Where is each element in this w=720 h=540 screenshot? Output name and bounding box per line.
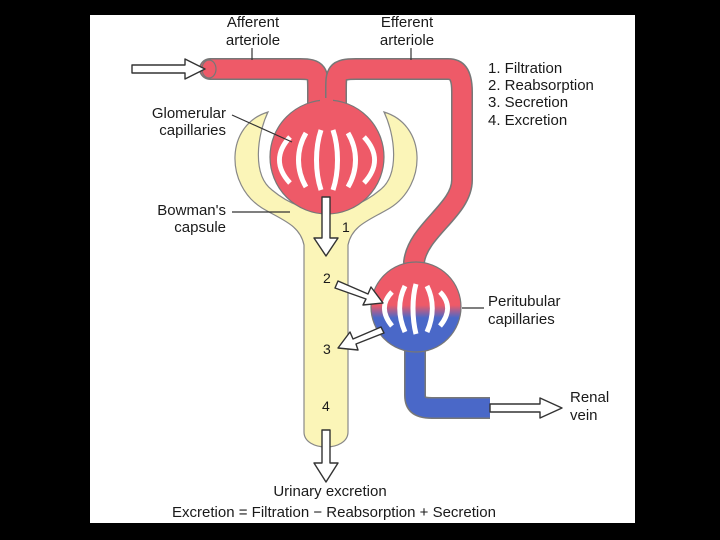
efferent-label: Efferent bbox=[381, 14, 434, 31]
leader-lines bbox=[231, 48, 484, 309]
glomerular-capillaries bbox=[269, 98, 385, 215]
secretion-arrow bbox=[337, 326, 385, 351]
filtration-arrow bbox=[313, 196, 339, 257]
urinary-excretion-label: Urinary excretion bbox=[273, 483, 386, 500]
step-number-4: 4 bbox=[322, 398, 330, 414]
renal-vein-tube bbox=[404, 345, 490, 419]
afferent-label: Afferent bbox=[227, 14, 280, 31]
efferent-label-2: arteriole bbox=[380, 32, 434, 49]
process-arrows bbox=[131, 58, 563, 483]
glomerular-label: Glomerular bbox=[152, 105, 226, 122]
afferent-label-2: arteriole bbox=[226, 32, 280, 49]
step-number-3: 3 bbox=[323, 341, 331, 357]
glomerular-label-2: capillaries bbox=[159, 122, 226, 139]
renal-vein-label: Renal bbox=[570, 389, 609, 406]
legend-item-filtration: 1. Filtration bbox=[488, 60, 562, 77]
peritubular-capillaries bbox=[370, 261, 462, 353]
peritubular-label: Peritubular bbox=[488, 293, 561, 310]
arterioles bbox=[199, 58, 473, 273]
legend-item-excretion: 4. Excretion bbox=[488, 112, 567, 129]
renal-vein-arrow bbox=[489, 397, 563, 419]
renal-vein-label-2: vein bbox=[570, 407, 598, 424]
reabsorption-arrow bbox=[334, 280, 384, 306]
diagram-panel bbox=[90, 15, 635, 523]
legend-item-reabsorption: 2. Reabsorption bbox=[488, 77, 594, 94]
bowman-label-2: capsule bbox=[174, 219, 226, 236]
blood-in-arrow bbox=[131, 58, 206, 80]
legend-item-secretion: 3. Secretion bbox=[488, 94, 568, 111]
bowman-label: Bowman's bbox=[157, 202, 226, 219]
step-number-1: 1 bbox=[342, 219, 350, 235]
step-number-2: 2 bbox=[323, 270, 331, 286]
excretion-equation: Excretion = Filtration − Reabsorption + … bbox=[172, 504, 496, 521]
excretion-arrow bbox=[313, 429, 339, 483]
peritubular-label-2: capillaries bbox=[488, 311, 555, 328]
